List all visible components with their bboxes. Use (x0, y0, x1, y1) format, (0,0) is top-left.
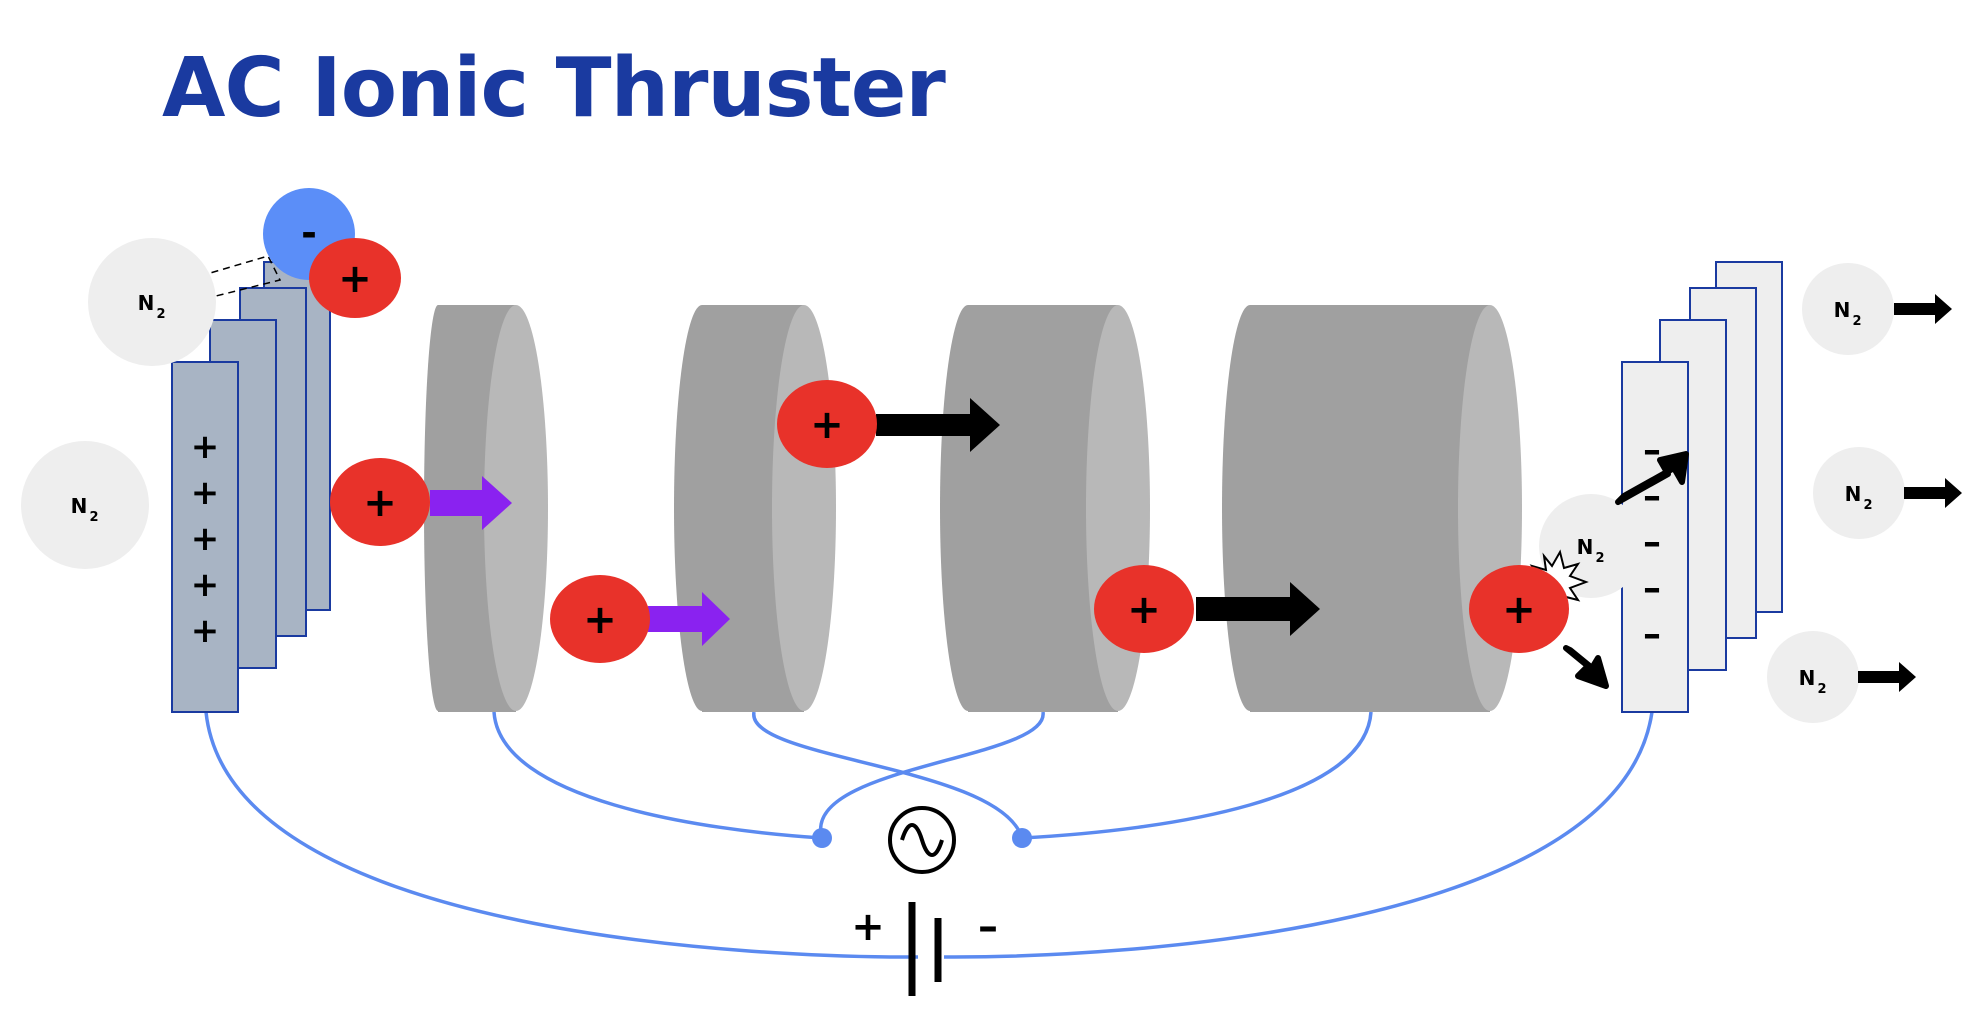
black-arrow (1196, 582, 1320, 636)
cylinder-electrode-3 (940, 305, 1150, 712)
ac-source-icon (812, 806, 1032, 874)
collector-charge: – (1643, 614, 1661, 655)
wire-cyl3-cross (818, 711, 1045, 839)
n2-molecule (21, 441, 149, 569)
black-arrow (1894, 294, 1952, 324)
n2-molecule (1802, 263, 1894, 355)
wire-cyl2-cross (752, 711, 1024, 839)
ion-charge-sign: + (583, 597, 617, 643)
positive-ion: + (1094, 565, 1194, 653)
emitter-charge: + (191, 519, 220, 559)
collector-charge: – (1643, 522, 1661, 563)
ion-charge-sign: + (1127, 587, 1161, 633)
positive-ion: + (1469, 565, 1569, 653)
ac-terminal-left (812, 828, 832, 848)
positive-ion: + (550, 575, 650, 663)
deflected-arrow-down (1563, 645, 1609, 689)
n2-molecule (1767, 631, 1859, 723)
collector-charge: – (1643, 568, 1661, 609)
page-title: AC Ionic Thruster (162, 41, 946, 136)
positive-ion: + (330, 458, 430, 546)
violet-arrow (648, 592, 730, 646)
wiring (204, 711, 1654, 959)
ion-charge-sign: + (1502, 587, 1536, 633)
violet-arrow (430, 476, 512, 530)
negative-ion-sign: - (301, 211, 317, 255)
ac-terminal-right (1012, 828, 1032, 848)
wire-emitter-to-battery (204, 711, 919, 959)
emitter-plates: + + + + + (171, 261, 331, 713)
black-arrow (1904, 478, 1962, 508)
cylinder-electrode-2 (674, 305, 836, 712)
ion-charge-sign: + (810, 402, 844, 448)
wire-cyl1-to-ac (492, 711, 823, 840)
collector-charge: – (1643, 430, 1661, 471)
n2-molecule (88, 238, 216, 366)
emitter-front-plate (171, 361, 239, 713)
deflected-arrow-up (1615, 451, 1689, 505)
emitter-charge: + (191, 427, 220, 467)
ac-sine-wave (900, 823, 944, 857)
ion-charge-sign: + (363, 480, 397, 526)
positive-ion: + (309, 238, 401, 318)
emitter-charge: + (191, 565, 220, 605)
n2-molecule (1813, 447, 1905, 539)
black-arrow (1858, 662, 1916, 692)
battery-minus-sign: – (978, 904, 998, 950)
arrows (430, 294, 1962, 692)
emitter-charge: + (191, 473, 220, 513)
ionization-dashed-link (199, 255, 282, 299)
ion-charge-sign: + (338, 256, 372, 302)
cylinder-electrode-4 (1222, 305, 1522, 712)
positive-ion: + (777, 380, 877, 468)
emitter-charge: + (191, 611, 220, 651)
black-arrow (876, 398, 1000, 452)
battery-icon: + – (851, 902, 998, 996)
wire-collector-to-battery (943, 711, 1654, 959)
wire-cyl4-to-ac (1021, 711, 1373, 840)
battery-plus-sign: + (851, 904, 885, 950)
